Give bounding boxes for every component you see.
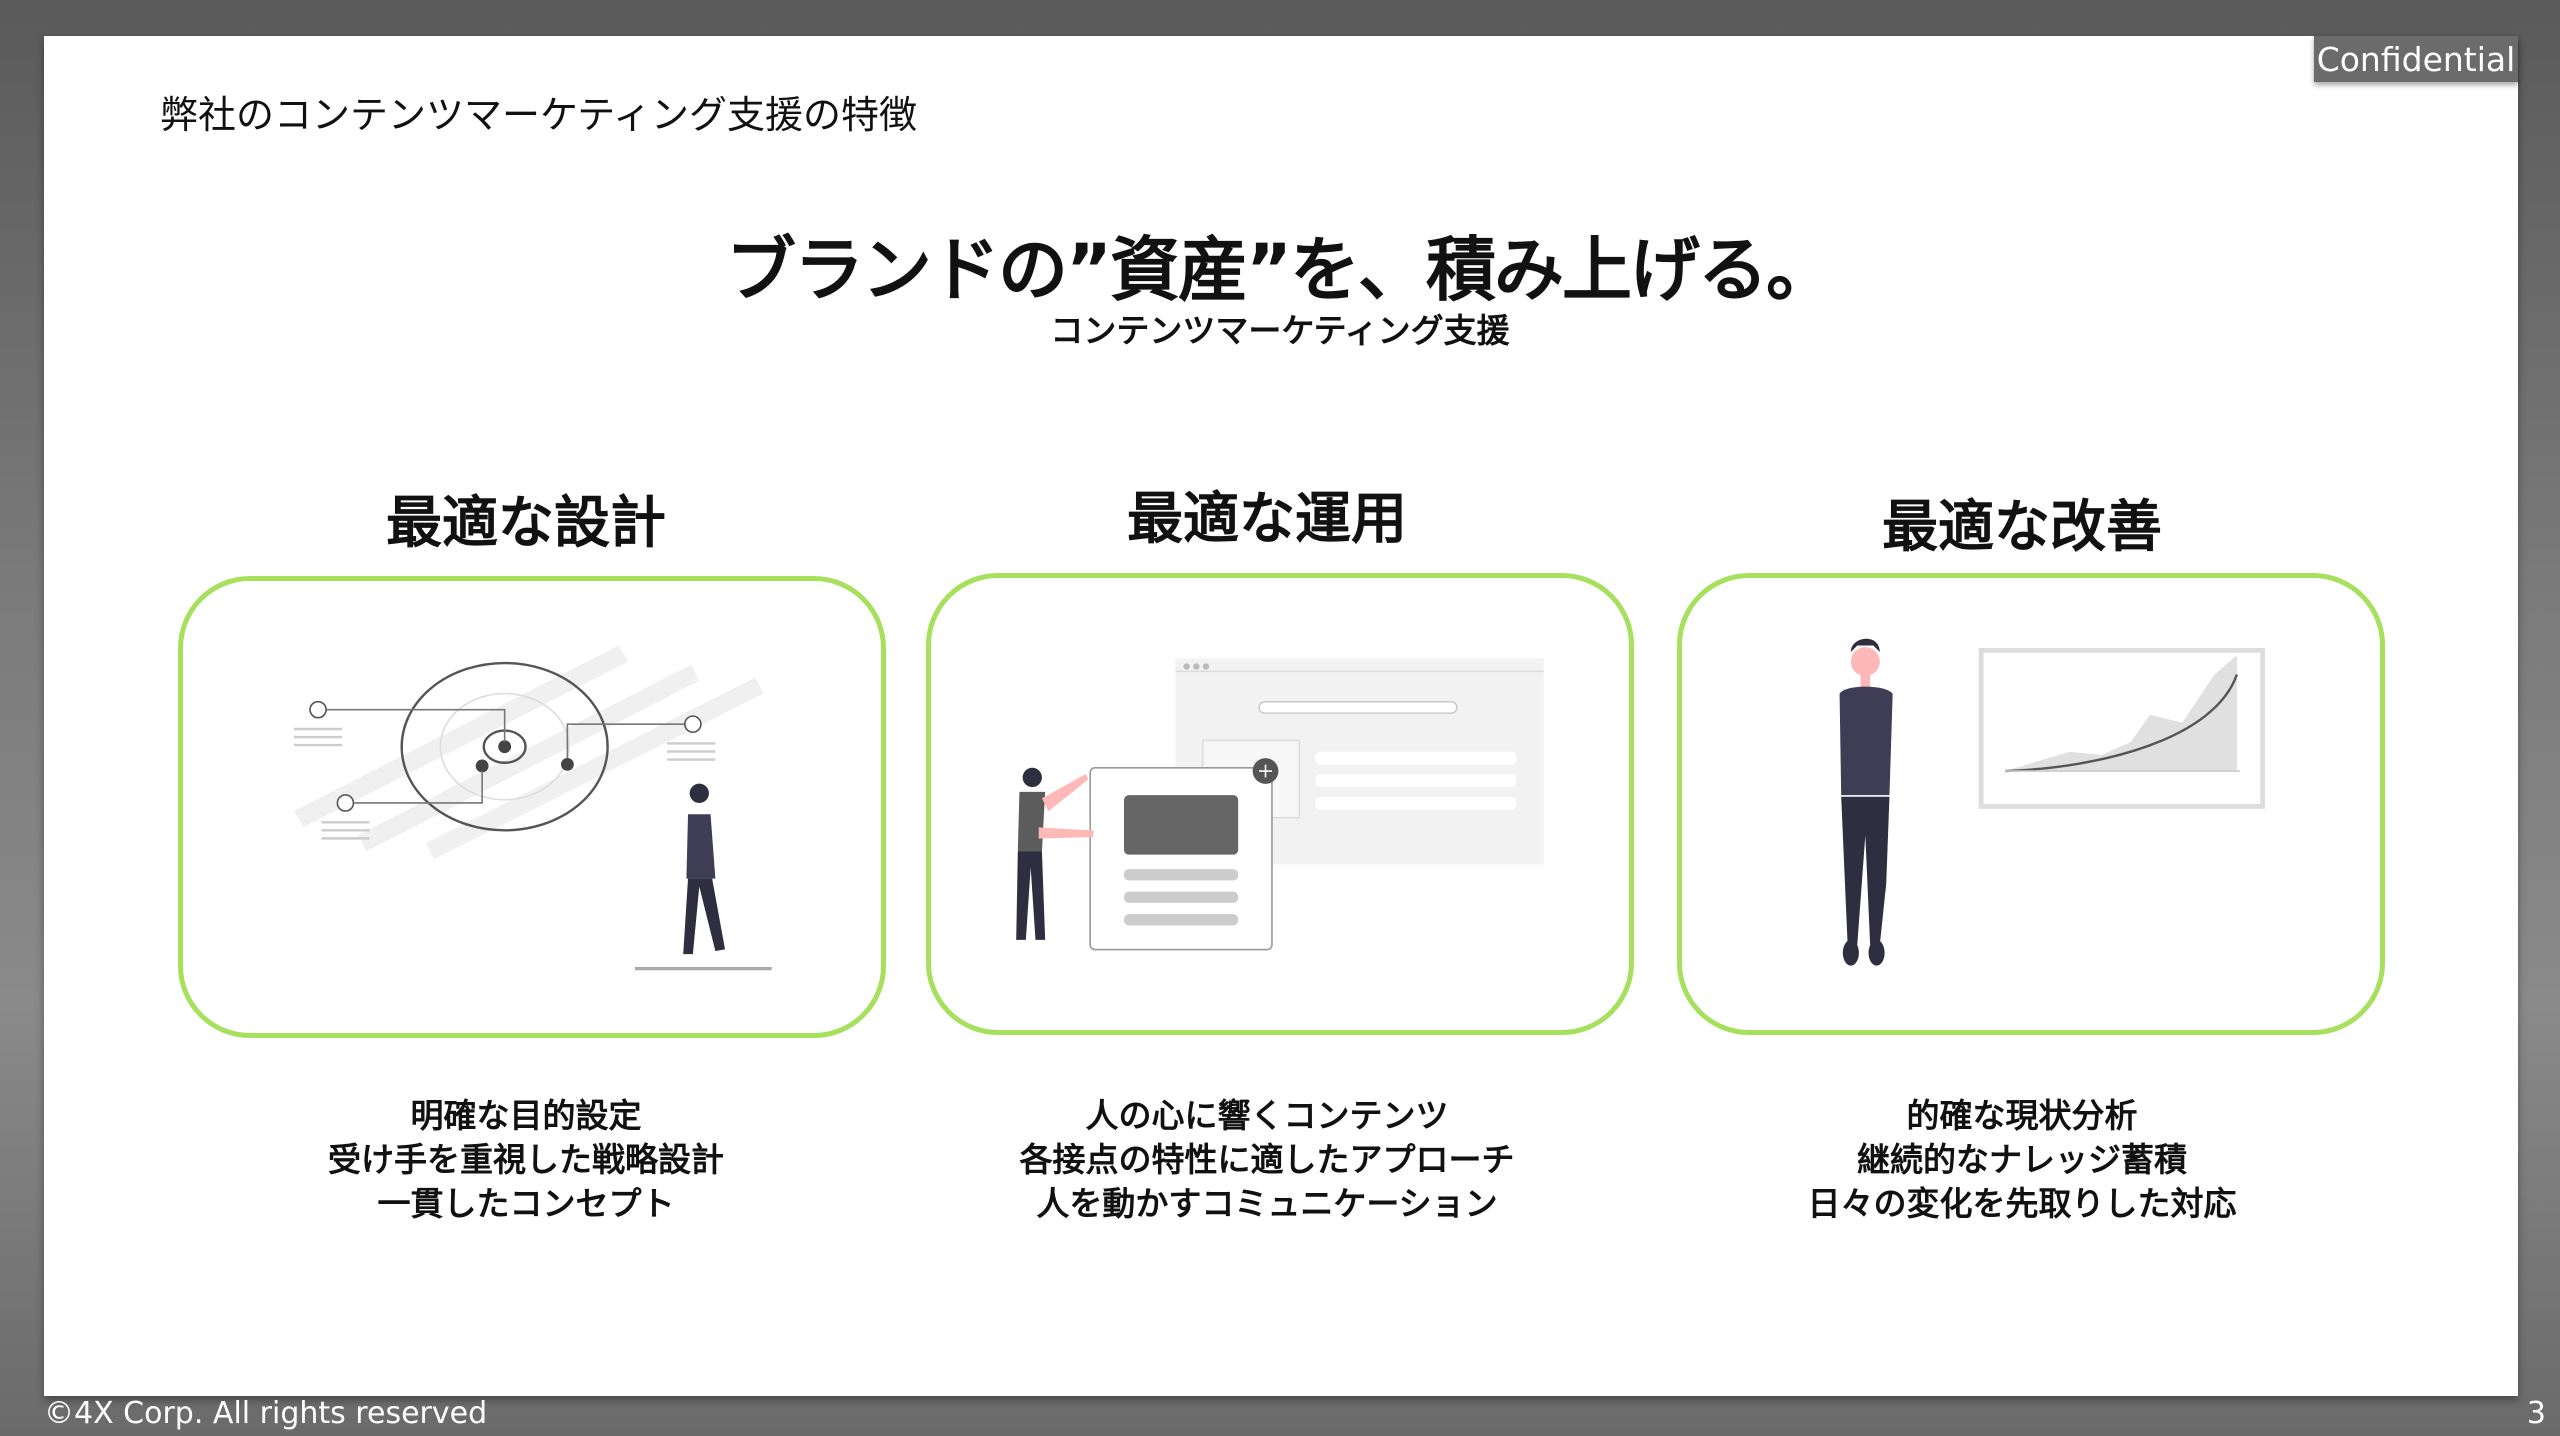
description-line: 日々の変化を先取りした対応 xyxy=(1807,1184,2237,1223)
description-line: 受け手を重視した戦略設計 xyxy=(328,1140,724,1179)
column-heading-design: 最適な設計 xyxy=(386,491,666,556)
target-diagram-illustration xyxy=(293,645,772,971)
column-heading-improvement: 最適な改善 xyxy=(1882,495,2162,560)
column-heading-operation: 最適な運用 xyxy=(1127,487,1407,552)
operation-description: 人の心に響くコンテンツ 各接点の特性に適したアプローチ 人を動かすコミュニケーシ… xyxy=(914,1094,1620,1226)
description-line: 人の心に響くコンテンツ xyxy=(1085,1096,1449,1135)
walking-person-icon xyxy=(634,783,772,971)
page-number: 3 xyxy=(2526,1396,2546,1431)
slide-subtitle: コンテンツマーケティング支援 xyxy=(1050,311,1510,350)
slide-header: 弊社のコンテンツマーケティング支援の特徴 xyxy=(160,93,917,137)
design-card xyxy=(178,576,886,1038)
description-line: 人を動かすコミュニケーション xyxy=(1036,1184,1498,1223)
description-line: 継続的なナレッジ蓄積 xyxy=(1857,1140,2187,1179)
improvement-description: 的確な現状分析 継続的なナレッジ蓄積 日々の変化を先取りした対応 xyxy=(1669,1094,2375,1226)
operation-card xyxy=(926,573,1634,1035)
improvement-card xyxy=(1677,573,2385,1035)
description-line: 一貫したコンセプト xyxy=(377,1184,675,1223)
copyright-footer: ©4X Corp. All rights reserved xyxy=(44,1396,488,1431)
description-line: 的確な現状分析 xyxy=(1906,1096,2138,1135)
description-line: 明確な目的設定 xyxy=(410,1096,642,1135)
person-presenting-icon xyxy=(1016,767,1094,940)
design-description: 明確な目的設定 受け手を重視した戦略設計 一貫したコンセプト xyxy=(173,1094,879,1226)
slide-title: ブランドの”資産”を、積み上げる。 xyxy=(725,229,1836,311)
standing-person-icon xyxy=(1839,638,1893,966)
content-layout-illustration xyxy=(1016,658,1544,951)
description-line: 各接点の特性に適したアプローチ xyxy=(1019,1140,1515,1179)
growth-chart-illustration xyxy=(1839,638,2266,966)
confidential-tab: Confidential xyxy=(2314,36,2518,82)
